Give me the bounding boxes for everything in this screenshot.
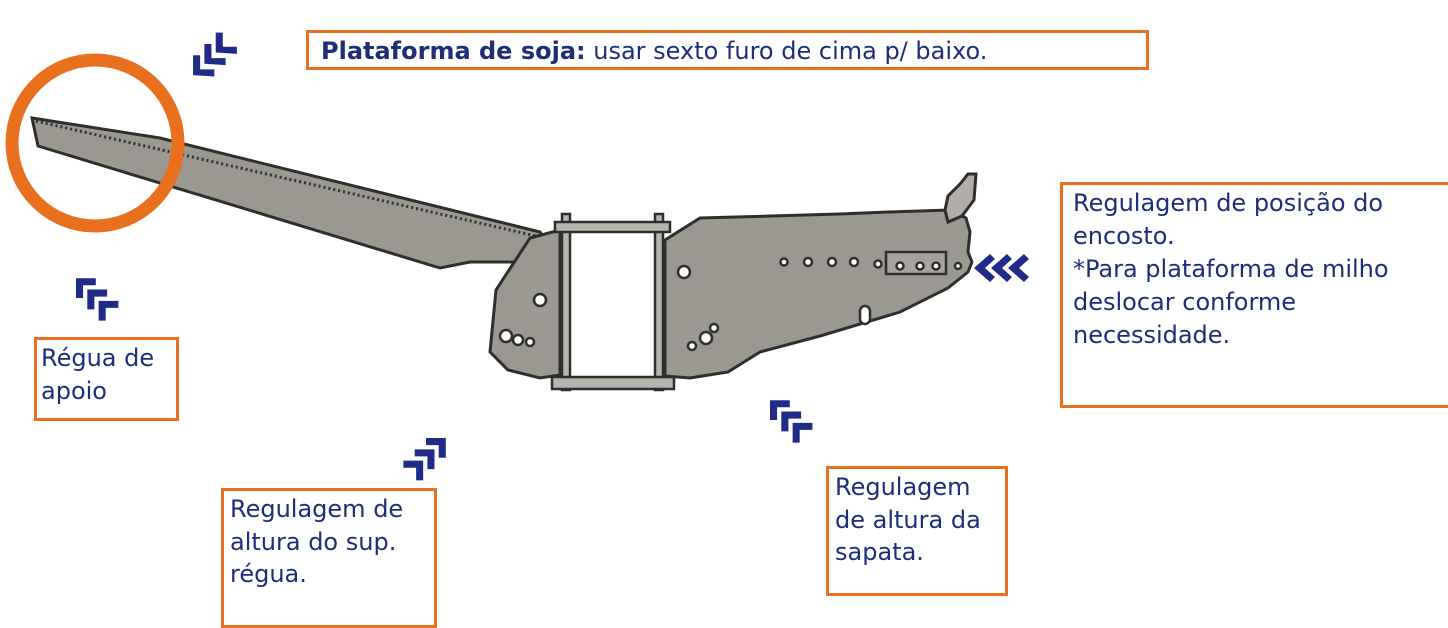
- label-line: Regulagem de: [230, 495, 404, 523]
- label-line: Régua de: [41, 344, 155, 372]
- note-rest-text: usar sexto furo de cima p/ baixo.: [585, 37, 988, 65]
- clamp-bottom-bar: [550, 375, 676, 391]
- highlight-circle: [5, 53, 185, 233]
- clamp-left-bar: [560, 212, 572, 392]
- chevron-arrows-icon: [76, 278, 119, 321]
- regua-apoio-label: Régua de apoio: [34, 337, 179, 421]
- label-line: régua.: [230, 560, 307, 589]
- chevron-arrows-icon: [193, 32, 237, 77]
- label-line: apoio: [41, 376, 107, 405]
- label-line: sapata.: [835, 538, 924, 567]
- label-line: *Para plataforma de milho: [1073, 255, 1389, 284]
- encosto-position-label: Regulagem de posição do encosto. *Para p…: [1060, 182, 1448, 408]
- clamp-top-bar: [553, 220, 672, 234]
- right-body: [663, 208, 974, 380]
- label-line: Regulagem: [835, 473, 971, 501]
- sup-regua-height-label: Regulagem de altura do sup. régua.: [221, 488, 437, 628]
- chevron-arrows-icon: [770, 400, 813, 443]
- encosto-hook: [943, 172, 978, 225]
- label-line: Regulagem de posição do: [1073, 189, 1384, 217]
- label-line: necessidade.: [1073, 321, 1231, 350]
- label-line: deslocar conforme: [1073, 288, 1297, 317]
- arm-serration: [35, 119, 537, 238]
- arm-body: [30, 116, 550, 270]
- support-arm: [30, 116, 978, 392]
- chevron-arrows-icon: [403, 438, 446, 481]
- adjustment-holes: [498, 256, 963, 352]
- clamp-right-bar: [653, 212, 665, 392]
- chevron-arrows-icon: [974, 254, 1029, 282]
- sapata-height-label: Regulagem de altura da sapata.: [826, 466, 1008, 596]
- label-line: altura do sup.: [230, 527, 397, 556]
- label-line: de altura da: [835, 505, 981, 534]
- note-bold-label: Plataforma de soja:: [321, 37, 586, 65]
- soy-platform-note: Plataforma de soja: usar sexto furo de c…: [306, 30, 1149, 70]
- label-line: encosto.: [1073, 222, 1175, 251]
